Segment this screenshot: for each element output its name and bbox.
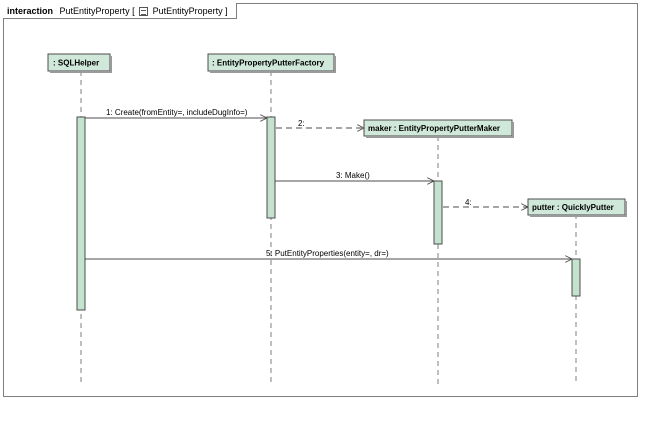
lifeline-maker[interactable]: maker : EntityPropertyPutterMaker [363,119,514,138]
frame-open-bracket: [ [132,6,135,16]
activation-sqlhelper[interactable] [76,116,86,311]
message-3[interactable]: 3: Make() [275,171,434,181]
lifeline-label-maker: maker : EntityPropertyPutterMaker [368,124,500,133]
frame-title-tab: interaction PutEntityProperty [ PutEntit… [3,3,237,19]
interaction-frame-icon [139,7,149,16]
message-4[interactable]: 4: [443,198,528,207]
message-label-4: 4: [465,198,472,207]
lifeline-label-putter: putter : QuicklyPutter [532,203,614,212]
lifeline-label-sqlhelper: : SQLHelper [53,59,99,68]
frame-interaction-name: PutEntityProperty [59,6,130,16]
lifeline-label-factory: : EntityPropertyPutterFactory [212,59,325,68]
activation-factory[interactable] [266,116,276,219]
message-5[interactable]: 5: PutEntityProperties(entity=, dr=) [85,249,572,259]
activation-maker[interactable] [433,180,443,245]
message-label-3: 3: Make() [336,171,370,180]
message-2[interactable]: 2: [276,119,364,128]
message-label-2: 2: [298,119,305,128]
frame-keyword: interaction [7,6,54,16]
message-label-5: 5: PutEntityProperties(entity=, dr=) [266,249,389,258]
message-1[interactable]: 1: Create(fromEntity=, includeDugInfo=) [85,108,267,118]
message-label-1: 1: Create(fromEntity=, includeDugInfo=) [106,108,248,117]
activation-putter[interactable] [571,258,581,297]
lifeline-putter[interactable]: putter : QuicklyPutter [527,198,627,217]
frame-close-bracket: ] [225,6,228,16]
frame-ref-name: PutEntityProperty [152,6,223,16]
lifeline-factory[interactable]: : EntityPropertyPutterFactory [207,53,336,73]
lifeline-sqlhelper[interactable]: : SQLHelper [47,53,112,73]
